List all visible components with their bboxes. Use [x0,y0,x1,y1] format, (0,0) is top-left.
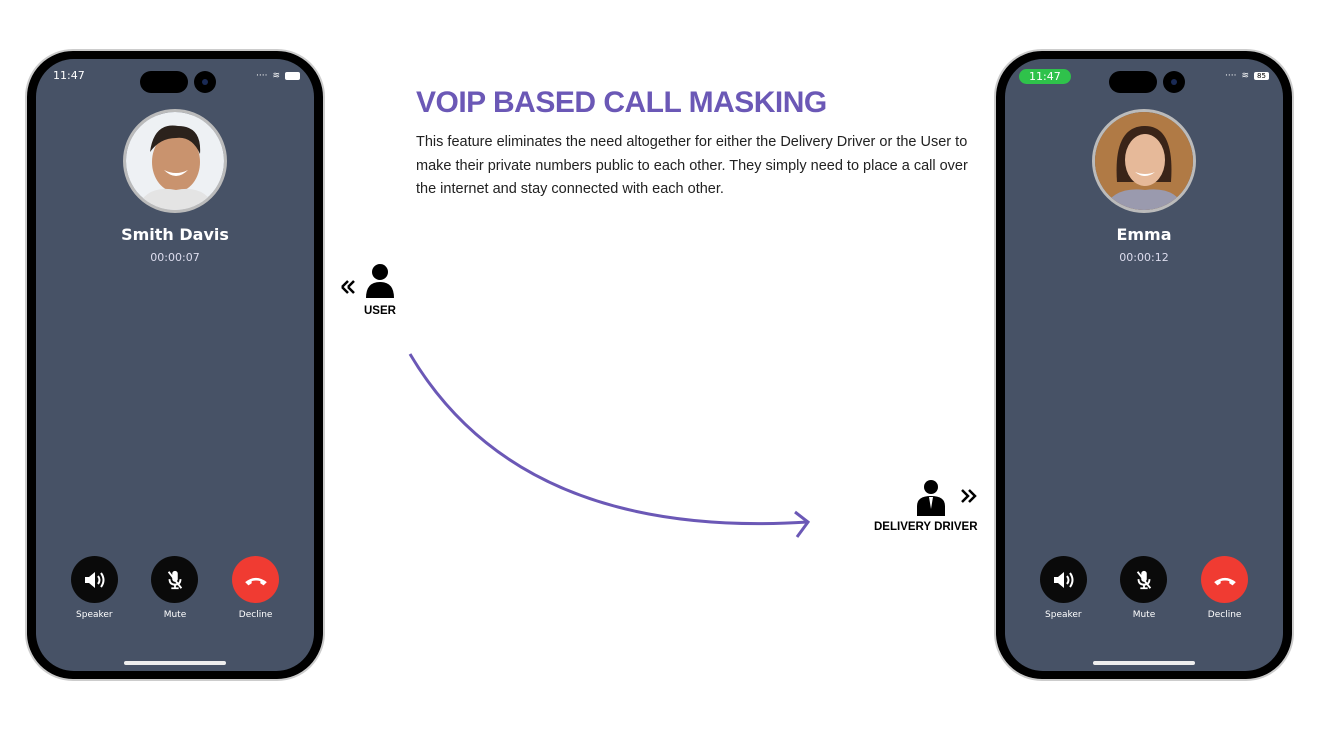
caller-name: Emma [1116,225,1172,244]
call-screen: 11:47 ····≋85 Emma 00:00:12 Speaker Mute… [1005,59,1283,671]
status-time: 11:47 [53,69,85,82]
user-label: USER [364,305,396,317]
page-title: VOIP BASED CALL MASKING [416,86,827,119]
call-duration: 00:00:07 [150,251,200,264]
delivery-driver-icon [917,480,977,516]
hangup-icon [244,577,267,585]
caller-name: Smith Davis [121,225,229,244]
speaker-icon [85,571,105,588]
hangup-icon [1213,577,1236,585]
speaker-button[interactable]: Speaker [1028,556,1098,620]
call-duration: 00:00:12 [1119,251,1169,264]
battery-level: 85 [1254,72,1269,80]
right-phone: 11:47 ····≋85 Emma 00:00:12 Speaker Mute… [994,49,1294,681]
decline-button[interactable]: Decline [1190,556,1260,620]
mic-off-icon [1136,570,1152,589]
decline-button[interactable]: Decline [221,556,291,620]
mute-button[interactable]: Mute [1109,556,1179,620]
camera [194,71,216,93]
status-icons: ····≋85 [1225,71,1269,81]
feature-description: This feature eliminates the need altoget… [416,134,968,197]
delivery-driver-label: DELIVERY DRIVER [874,521,978,533]
user-icon [341,264,394,298]
speaker-button[interactable]: Speaker [59,556,129,620]
left-phone: 11:47 ····≋ Smith Davis 00:00:07 Speaker… [25,49,325,681]
speaker-icon [1054,571,1074,588]
dynamic-island [1109,71,1157,93]
status-time: 11:47 [1019,69,1071,84]
home-indicator [1093,661,1195,665]
home-indicator [124,661,226,665]
camera [1163,71,1185,93]
status-icons: ····≋ [256,71,300,81]
mic-off-icon [167,570,183,589]
caller-avatar [1092,109,1196,213]
call-screen: 11:47 ····≋ Smith Davis 00:00:07 Speaker… [36,59,314,671]
dynamic-island [140,71,188,93]
mute-button[interactable]: Mute [140,556,210,620]
caller-avatar [123,109,227,213]
